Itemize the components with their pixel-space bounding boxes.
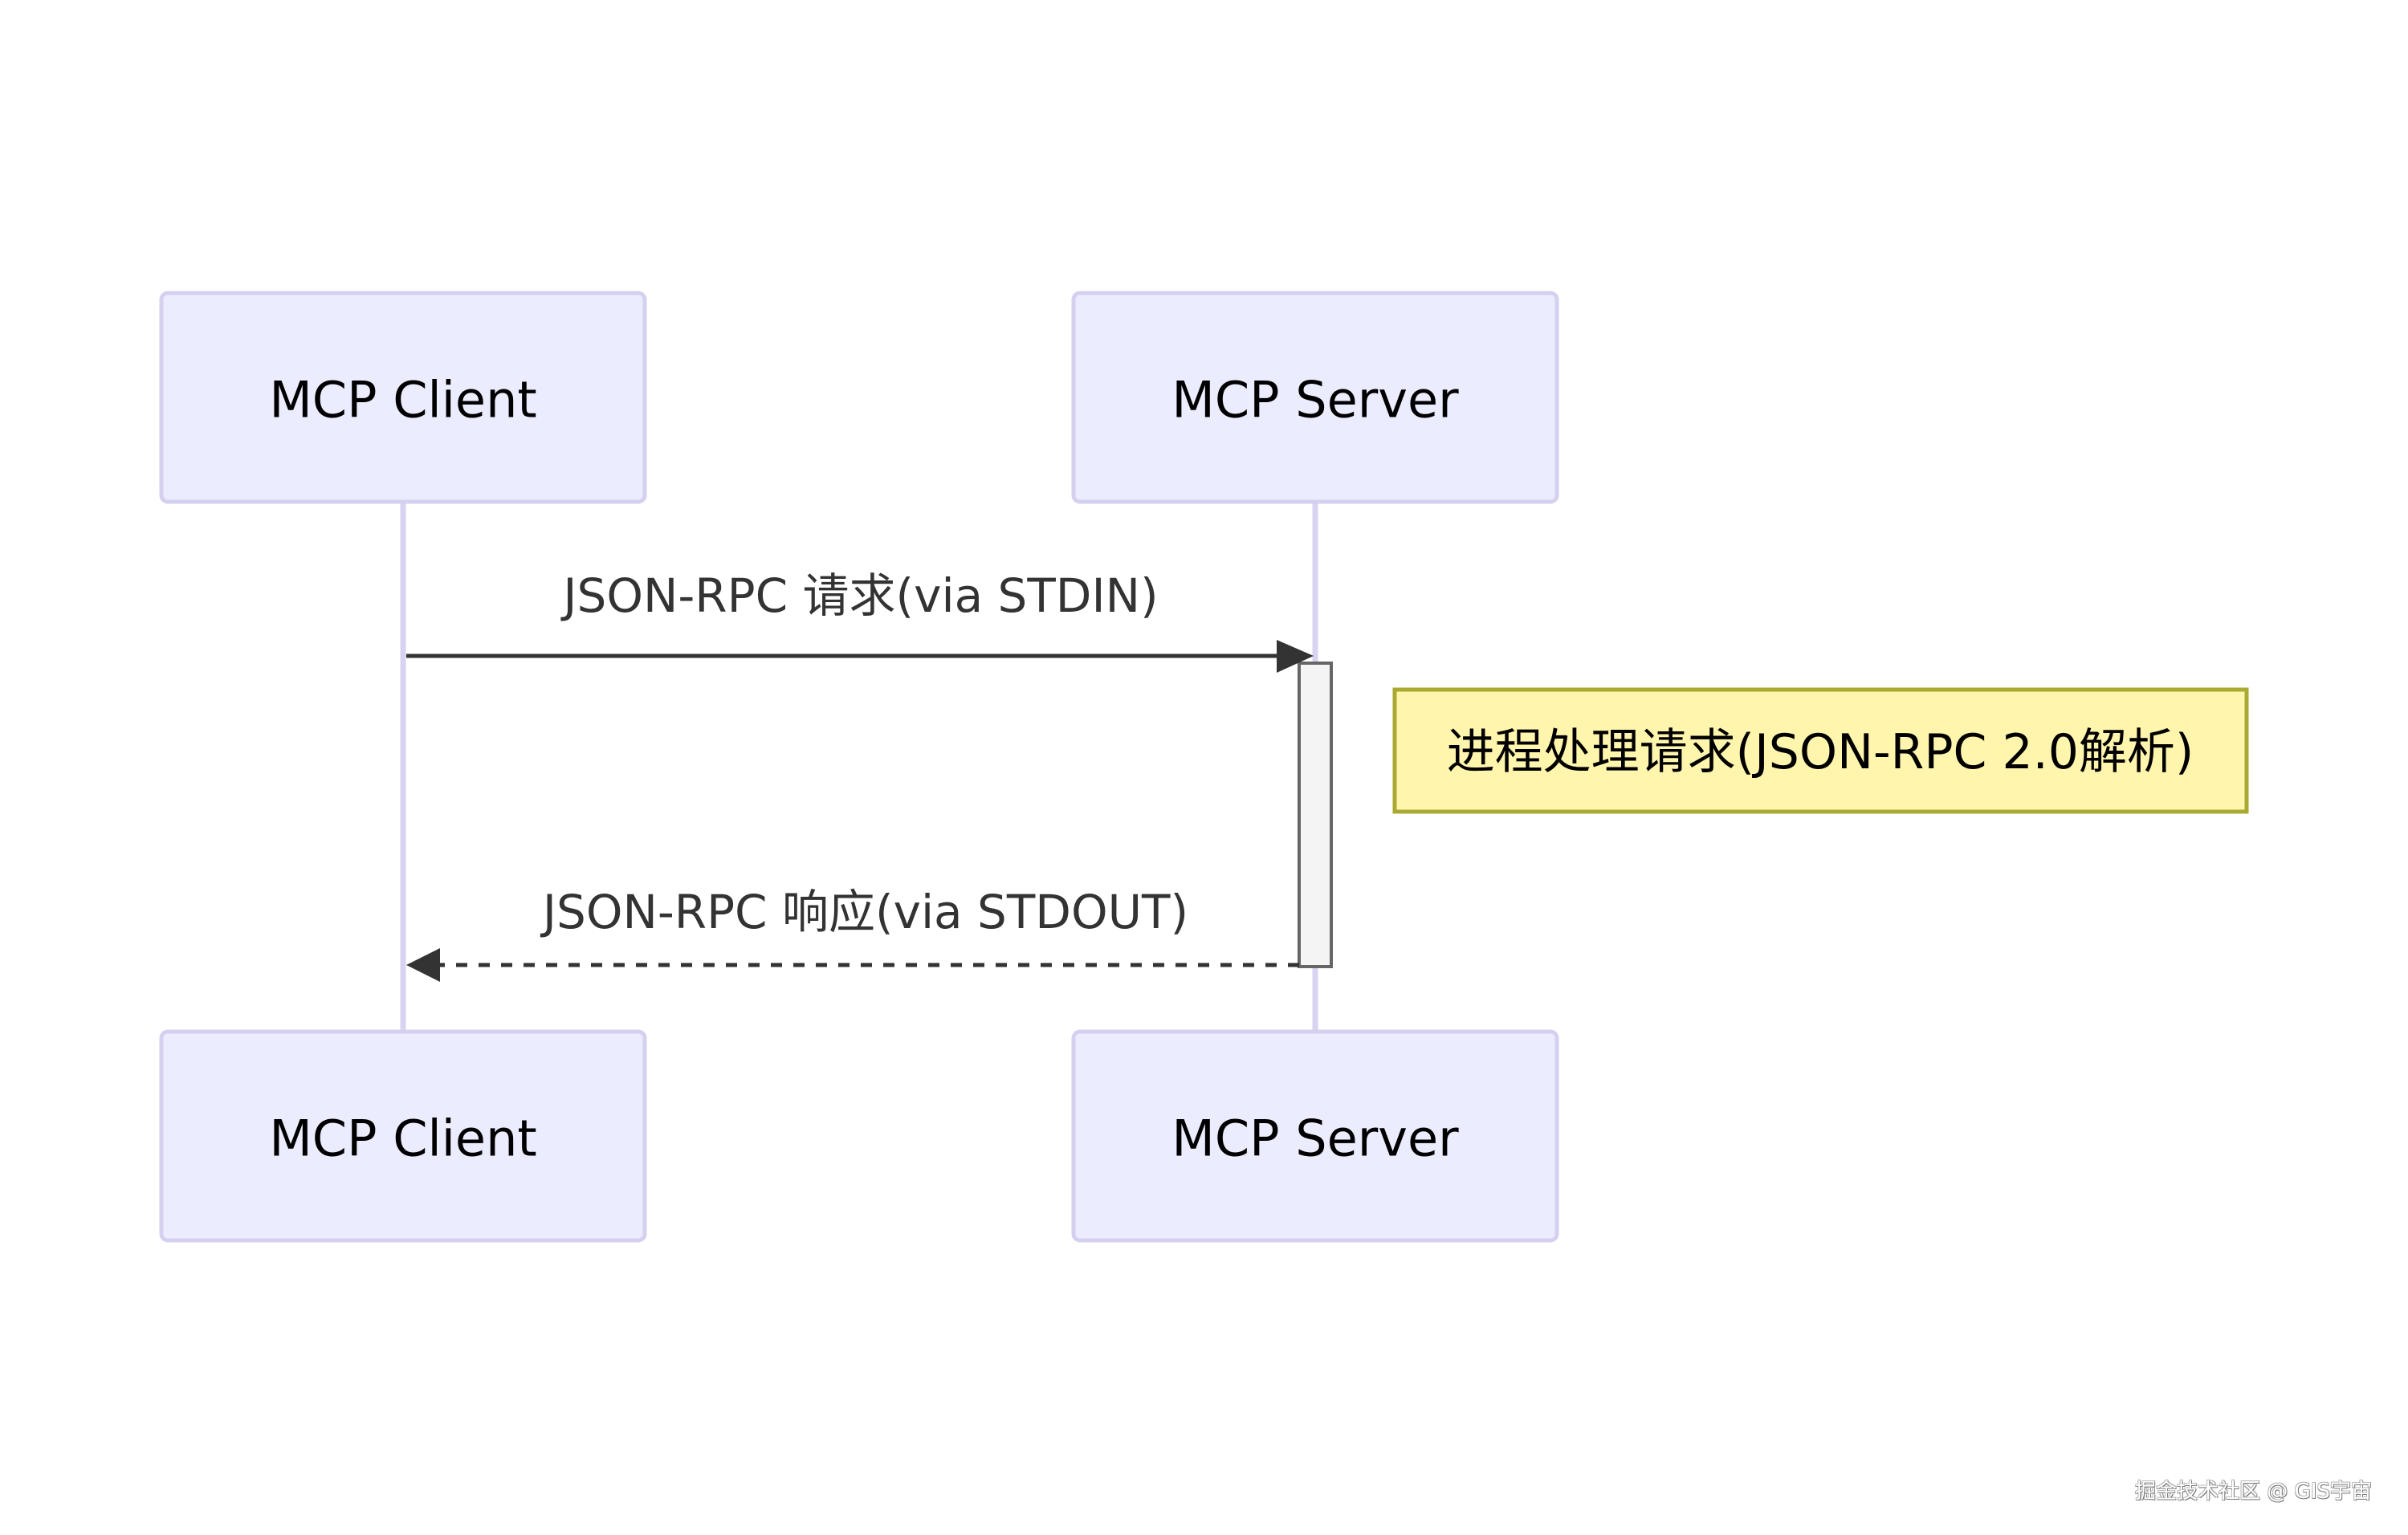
actor-client-top: MCP Client	[159, 291, 647, 504]
actor-server-bottom: MCP Server	[1071, 1029, 1559, 1243]
actor-box	[1071, 291, 1559, 504]
actor-label: MCP Client	[269, 1110, 536, 1168]
message-request: JSON-RPC 请求(via STDIN)	[406, 568, 1314, 673]
watermark: 掘金技术社区 @ GIS宇宙	[2135, 1480, 2372, 1504]
message-label: JSON-RPC 请求(via STDIN)	[560, 568, 1158, 623]
actor-client-bottom: MCP Client	[159, 1029, 647, 1243]
arrowhead-icon	[1277, 640, 1314, 673]
actor-server-top: MCP Server	[1071, 291, 1559, 504]
note-box	[1392, 687, 2249, 814]
message-label: JSON-RPC 响应(via STDOUT)	[540, 885, 1188, 939]
note-text: 进程处理请求(JSON-RPC 2.0解析)	[1447, 724, 2194, 780]
actor-box	[159, 1029, 647, 1243]
actor-label: MCP Server	[1171, 371, 1459, 430]
actor-box	[159, 291, 647, 504]
note: 进程处理请求(JSON-RPC 2.0解析)	[1392, 687, 2249, 814]
activation-bar-server	[1298, 662, 1333, 968]
actor-box	[1071, 1029, 1559, 1243]
actor-label: MCP Client	[269, 371, 536, 430]
message-response: JSON-RPC 响应(via STDOUT)	[406, 885, 1299, 982]
actor-label: MCP Server	[1171, 1110, 1459, 1168]
arrowhead-icon	[406, 948, 440, 982]
